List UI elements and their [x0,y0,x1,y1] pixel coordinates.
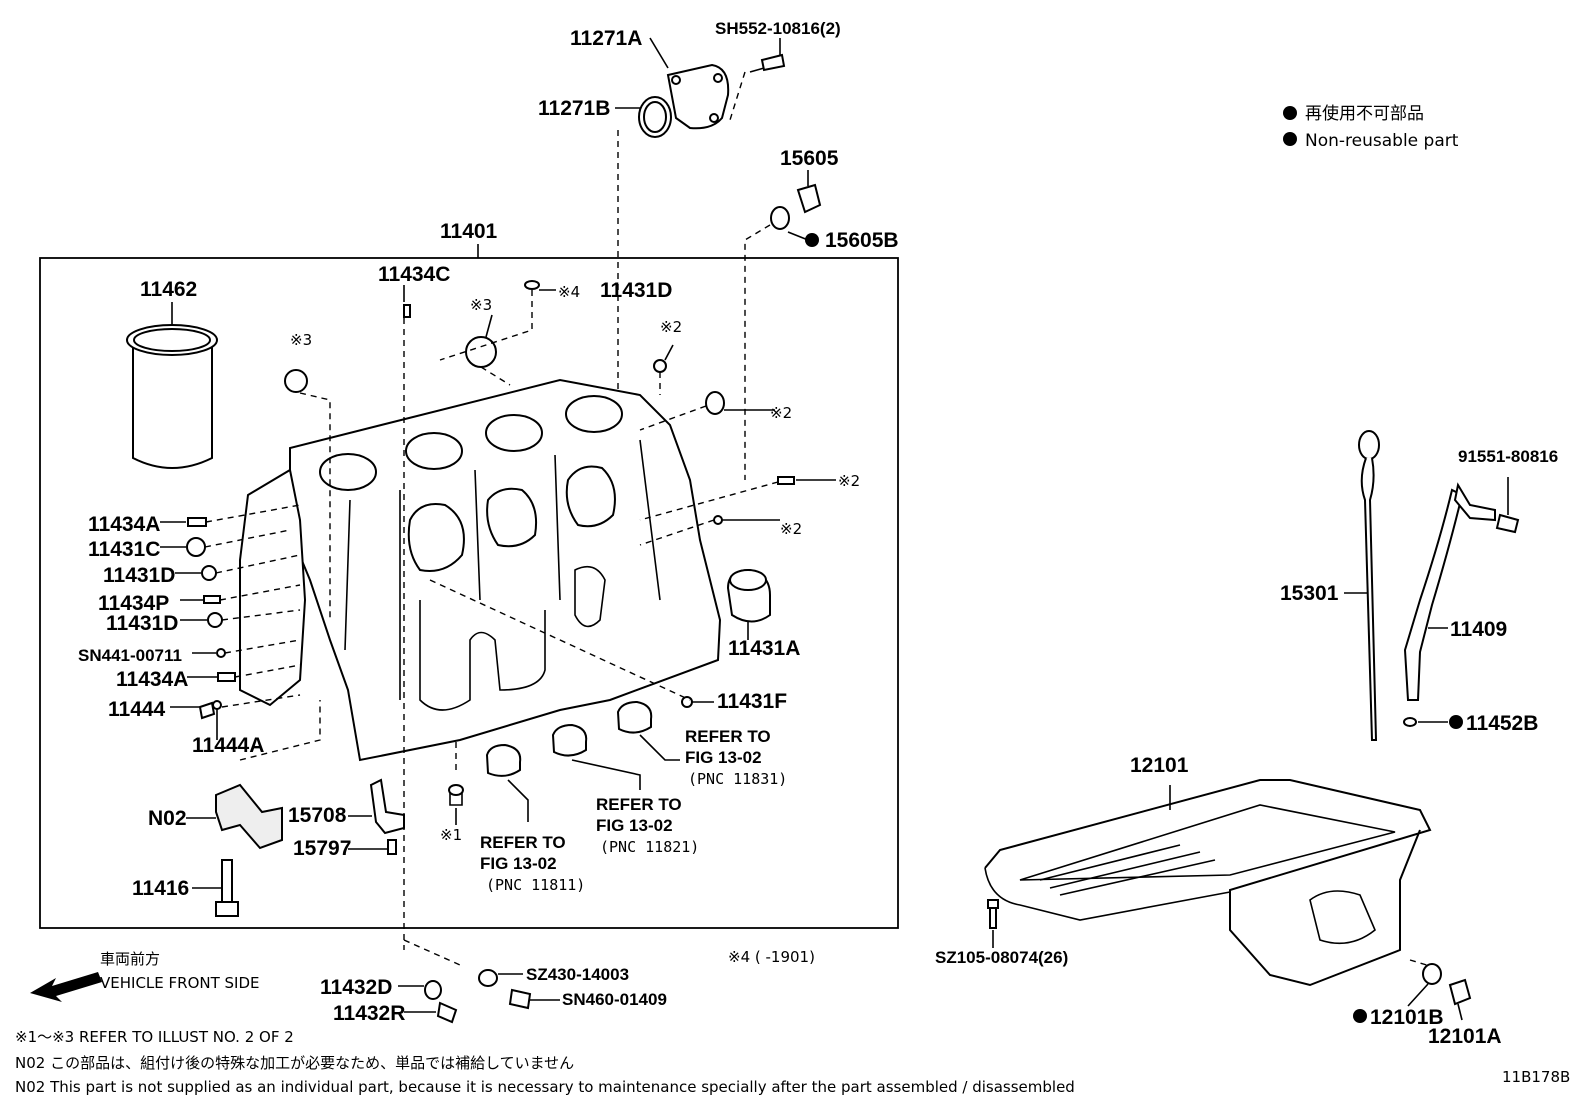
label-11432D: 11432D [320,976,392,999]
cylinder-liner-drawing [126,324,218,469]
label-11431D-top: 11431D [600,279,672,302]
engine-block-drawing [239,378,722,762]
label-15605B: 15605B [825,229,899,252]
label-sz105: SZ105-08074(26) [935,948,1068,967]
dashed-guides [204,290,779,966]
ref2-line1: REFER TO [596,795,682,814]
legend: 再使用不可部品 Non-reusable part [1283,103,1459,151]
ref1-line1: REFER TO [685,727,771,746]
label-11271A: 11271A [570,27,642,50]
label-11409: 11409 [1450,618,1507,641]
label-11434P: 11434P [98,592,169,615]
non-reusable-dot-icon [805,233,819,247]
label-15605: 15605 [780,147,839,170]
label-12101B: 12101B [1370,1006,1444,1029]
label-sn460: SN460-01409 [562,990,667,1009]
legend-jp: 再使用不可部品 [1305,103,1424,124]
label-15797: 15797 [293,837,351,860]
label-12101A: 12101A [1428,1025,1502,1048]
label-note3a: ※3 [290,331,312,349]
label-11431C: 11431C [88,538,160,561]
label-15301: 15301 [1280,582,1339,605]
front-jp: 車両前方 [100,950,160,968]
cover-plate-drawing [638,53,786,138]
oil-pan-drawing [984,779,1432,987]
label-11416: 11416 [132,877,189,900]
plugs-drawing [186,280,795,806]
label-11434A-2: 11434A [116,668,188,691]
ref3-line3: (PNC 11811) [486,876,585,894]
label-11462: 11462 [140,278,197,301]
label-12101: 12101 [1130,754,1189,777]
footnotes: ※1～※3 REFER TO ILLUST NO. 2 OF 2 N02 この部… [15,1028,1570,1096]
label-note2c: ※2 [838,472,860,490]
ref3-line2: FIG 13-02 [480,854,557,873]
dipstick-guide-drawing [1403,482,1520,701]
oil-filler-cap-drawing [770,183,822,230]
label-note2a: ※2 [660,318,682,336]
plug-leaders [160,285,836,825]
non-reusable-dot-icon [1283,106,1297,120]
note-n02-en: N02 This part is not supplied as an indi… [15,1078,1075,1096]
label-11271B: 11271B [538,97,610,120]
ref1-line3: (PNC 11831) [688,770,787,788]
label-11432R: 11432R [333,1002,405,1025]
label-91551: 91551-80816 [1458,447,1558,466]
ref3-line1: REFER TO [480,833,566,852]
non-reusable-dot-icon [1353,1009,1367,1023]
label-11434C: 11434C [378,263,450,286]
label-N02: N02 [148,807,187,830]
pan-drain-drawing [1422,963,1472,1006]
front-arrow-icon [30,972,102,1002]
non-reusable-dot-icon [1449,715,1463,729]
pan-bolt-drawing [987,899,999,929]
non-reusable-dot-icon [1283,132,1297,146]
note-n02-jp: N02 この部品は、組付け後の特殊な加工が必要なため、単品では補給していません [15,1054,574,1072]
part-labels: 11271A SH552-10816(2) 11271B 15605 15605… [78,19,1558,1048]
oil-jet-drawing [369,778,405,855]
ref2-line3: (PNC 11821) [600,838,699,856]
drain-plugs-drawing [424,969,532,1024]
ref1-line2: FIG 13-02 [685,748,762,767]
o-ring-icon [1403,717,1417,727]
cap-bolt-drawing [215,859,239,917]
label-11434A-1: 11434A [88,513,160,536]
label-note4-range: ※4 ( -1901) [728,948,815,966]
front-en: VEHICLE FRONT SIDE [100,974,260,992]
label-11431F: 11431F [717,690,787,713]
label-note2d: ※2 [780,520,802,538]
ref2-line2: FIG 13-02 [596,816,673,835]
label-sh552: SH552-10816(2) [715,19,841,38]
illustration-code: 11B178B [1502,1068,1570,1086]
note-refer-illust: ※1～※3 REFER TO ILLUST NO. 2 OF 2 [15,1028,294,1046]
legend-en: Non-reusable part [1305,131,1459,151]
label-11444: 11444 [108,698,166,721]
bearing-cap-drawing [215,783,283,850]
label-11401: 11401 [440,220,498,243]
label-11431A: 11431A [728,637,800,660]
label-11444A: 11444A [192,734,264,757]
label-11452B: 11452B [1466,712,1538,735]
label-note4: ※4 [558,283,580,301]
block-assembly-frame [39,257,899,929]
label-11431D-2: 11431D [106,612,178,635]
label-note1: ※1 [440,826,462,844]
label-note3b: ※3 [470,296,492,314]
dipstick-drawing [1358,430,1380,741]
label-sn441: SN441-00711 [78,646,182,665]
label-11431D-1: 11431D [103,564,175,587]
label-note2b: ※2 [770,404,792,422]
label-sz430: SZ430-14003 [526,965,629,984]
bearing-shells-drawing [485,700,653,777]
label-15708: 15708 [288,804,347,827]
